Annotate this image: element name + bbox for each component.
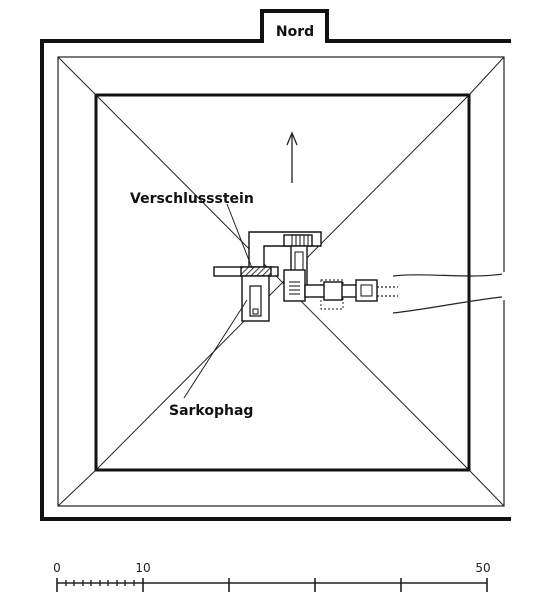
sarcophagus-label: Sarkophag (169, 403, 253, 419)
shaft-inner (294, 251, 304, 271)
blocking-stone-label: Verschlussstein (130, 191, 254, 207)
east-chamber-inner (360, 284, 373, 297)
scale-tick-10: 10 (135, 561, 150, 575)
east-niche (323, 281, 343, 301)
scale-tick-0: 0 (53, 561, 61, 575)
scale-tick-50: 50 (475, 561, 490, 575)
arrow-up-icon (286, 131, 298, 183)
north-tab-fill (264, 13, 325, 43)
pyramid-core-outline (94, 93, 471, 472)
enclosure-wall (40, 9, 511, 521)
wall-gap (502, 272, 522, 300)
chamber-system (213, 231, 378, 322)
entrance-corridor (377, 272, 511, 314)
scale-bar (56, 578, 488, 592)
casing-diagonals (57, 56, 505, 507)
blocking-stone (240, 266, 272, 277)
leader-lines (183, 203, 253, 399)
core-diagonals (95, 94, 470, 471)
sarcophagus (249, 285, 262, 317)
sarcophagus-foot (252, 308, 259, 315)
north-label: Nord (276, 24, 314, 40)
